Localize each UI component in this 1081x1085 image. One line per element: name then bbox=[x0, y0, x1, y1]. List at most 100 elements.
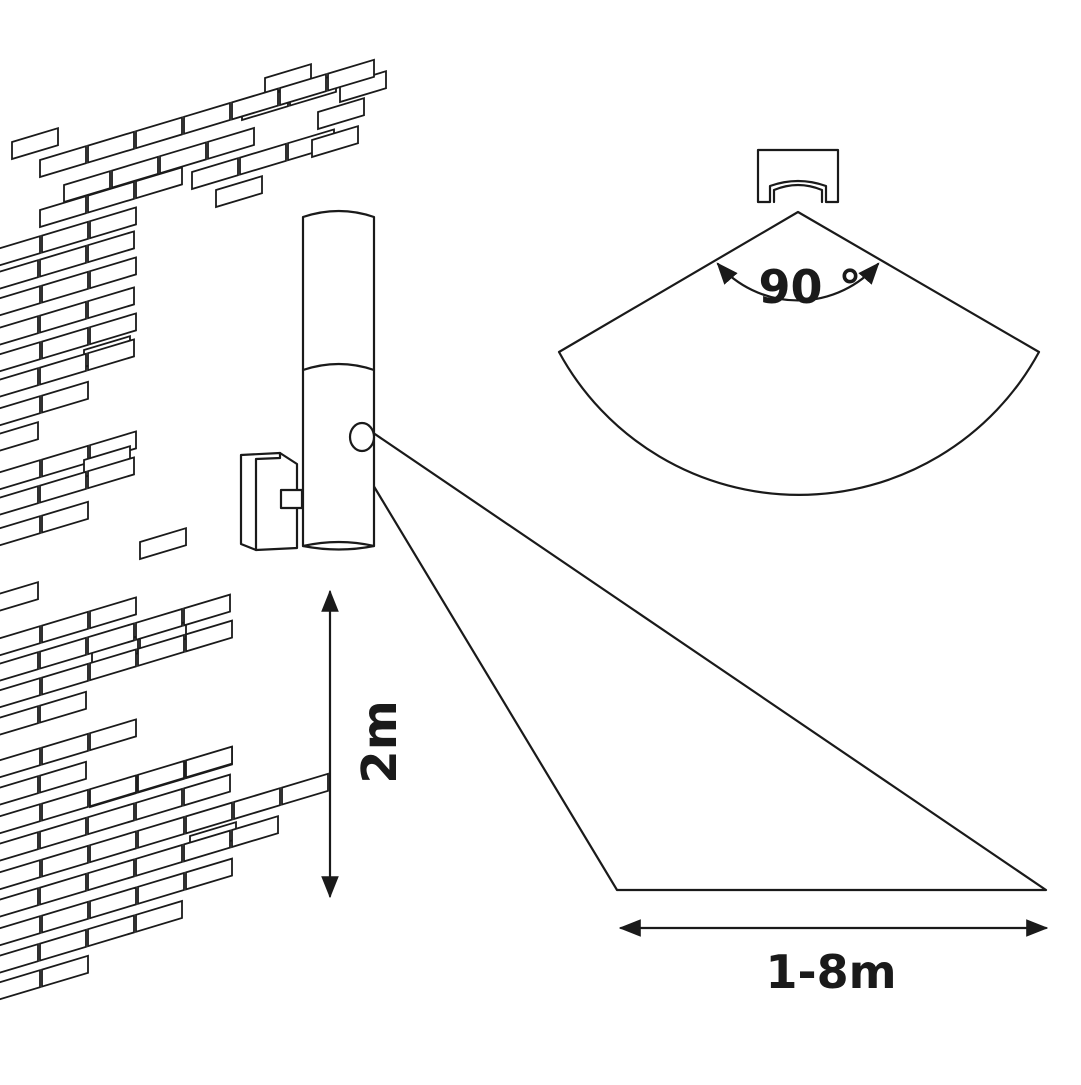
wall-brick bbox=[89, 774, 137, 808]
wall-brick bbox=[0, 394, 41, 427]
wall-brick bbox=[89, 830, 137, 864]
wall-brick bbox=[39, 636, 87, 670]
wall-brick bbox=[215, 174, 263, 209]
wall-brick bbox=[39, 816, 87, 850]
wall-brick bbox=[279, 72, 327, 107]
wall-brick bbox=[0, 484, 39, 516]
wall-brick bbox=[0, 650, 39, 682]
wall-brick bbox=[183, 593, 231, 627]
wall-brick bbox=[0, 802, 41, 835]
wall-brick bbox=[89, 256, 137, 290]
wall-brick bbox=[207, 126, 255, 161]
wall-brick bbox=[41, 900, 89, 934]
wall-brick bbox=[0, 676, 41, 709]
sensor-eye bbox=[348, 421, 376, 453]
sensor-top-view bbox=[557, 148, 1041, 496]
wall-brick bbox=[135, 166, 183, 200]
wall-brick bbox=[311, 124, 359, 159]
wall-brick bbox=[41, 732, 89, 766]
wall-brick bbox=[39, 760, 87, 794]
wall-brick bbox=[89, 596, 137, 630]
wall-brick bbox=[0, 624, 41, 657]
wall-brick bbox=[41, 954, 89, 988]
wall-brick bbox=[185, 619, 233, 653]
wall-brick bbox=[191, 156, 239, 191]
wall-brick bbox=[41, 500, 89, 534]
range-dimension: 1-8m bbox=[618, 919, 1049, 999]
wall-brick bbox=[87, 286, 135, 320]
angle-label: 90 ° bbox=[758, 260, 861, 314]
wall-brick bbox=[0, 366, 39, 398]
wall-brick bbox=[0, 314, 39, 346]
wall-brick bbox=[41, 788, 89, 822]
wall-brick bbox=[41, 326, 89, 360]
wall-brick bbox=[87, 230, 135, 264]
wall-brick bbox=[39, 352, 87, 386]
wall-brick bbox=[185, 801, 233, 835]
wall-brick bbox=[135, 899, 183, 934]
wall-brick bbox=[185, 745, 233, 779]
detection-cone-side bbox=[350, 426, 1048, 892]
range-label: 1-8m bbox=[765, 945, 896, 999]
wall-brick bbox=[89, 886, 137, 920]
wall-brick bbox=[89, 718, 137, 752]
wall-brick bbox=[135, 116, 183, 150]
wall-brick bbox=[0, 886, 39, 918]
brick-wall bbox=[0, 58, 387, 1001]
wall-brick bbox=[0, 704, 39, 736]
wall-brick bbox=[183, 829, 231, 863]
wall-brick bbox=[39, 244, 87, 278]
wall-brick bbox=[327, 58, 375, 92]
wall-brick bbox=[39, 194, 87, 229]
wall-brick bbox=[41, 610, 89, 644]
wall-brick bbox=[41, 444, 89, 478]
wall-brick bbox=[0, 774, 39, 806]
wall-brick bbox=[183, 101, 231, 136]
wall-brick bbox=[281, 772, 329, 806]
wall-brick bbox=[231, 814, 279, 849]
wall-brick bbox=[39, 872, 87, 906]
wall-brick bbox=[41, 380, 89, 414]
wall-brick bbox=[41, 662, 89, 696]
wall-brick bbox=[233, 786, 281, 821]
wall-brick bbox=[87, 456, 135, 490]
wall-brick bbox=[87, 338, 135, 372]
wall-brick bbox=[0, 258, 39, 290]
wall-brick bbox=[317, 96, 365, 131]
wall-brick bbox=[185, 857, 233, 891]
wall-brick bbox=[137, 759, 185, 794]
angle-indicator: 90 ° bbox=[716, 260, 880, 314]
wall-brick bbox=[137, 815, 185, 850]
wall-brick bbox=[135, 607, 183, 642]
wall-brick bbox=[0, 340, 41, 373]
wall-brick bbox=[41, 220, 89, 254]
wall-brick bbox=[11, 126, 59, 161]
wall-brick bbox=[39, 300, 87, 334]
wall-brick bbox=[183, 773, 231, 807]
wall-brick bbox=[39, 690, 87, 724]
wall-brick bbox=[87, 130, 135, 164]
wall-brick bbox=[0, 914, 41, 947]
wall-brick bbox=[39, 470, 87, 504]
wall-brick bbox=[89, 312, 137, 346]
wall-brick bbox=[0, 830, 39, 862]
wall-brick bbox=[137, 871, 185, 906]
wall-brick bbox=[39, 928, 87, 962]
wall-brick bbox=[89, 206, 137, 240]
wall-brick bbox=[135, 843, 183, 878]
height-label: 2m bbox=[352, 700, 408, 783]
wall-brick bbox=[0, 234, 41, 267]
wall-light-fixture bbox=[239, 209, 376, 552]
wall-brick bbox=[0, 580, 39, 612]
wall-brick bbox=[39, 144, 87, 179]
wall-brick bbox=[135, 787, 183, 822]
wall-brick bbox=[137, 633, 185, 668]
wall-brick bbox=[89, 648, 137, 682]
wall-brick bbox=[87, 802, 135, 836]
wall-brick bbox=[0, 420, 39, 452]
wall-brick bbox=[139, 526, 187, 561]
wall-brick bbox=[87, 914, 135, 948]
wall-brick bbox=[0, 942, 39, 974]
wall-brick bbox=[239, 142, 287, 176]
